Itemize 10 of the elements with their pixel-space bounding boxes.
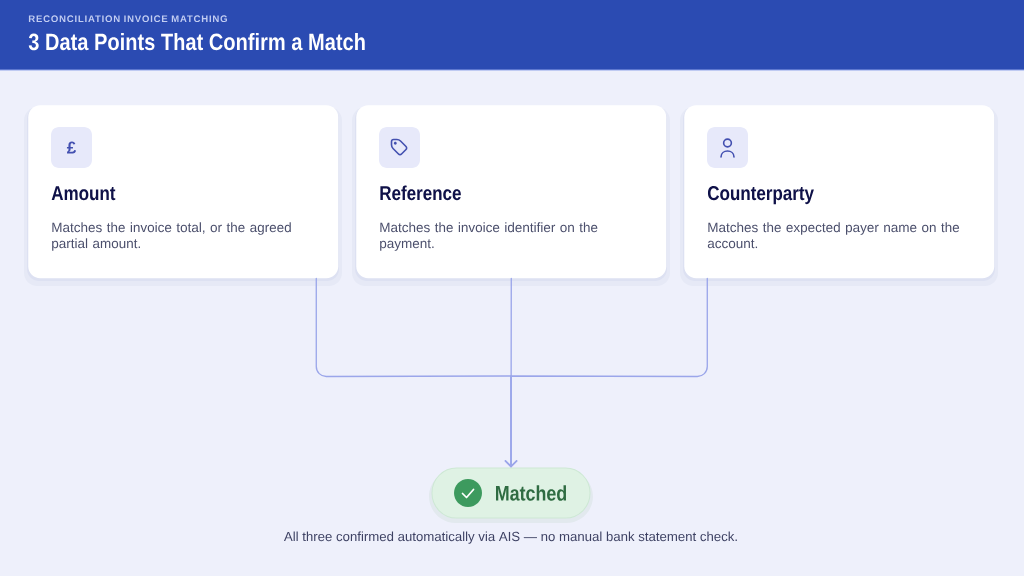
arrow bbox=[504, 277, 708, 468]
eyebrow-text: RECONCILIATION INVOICE MATCHING bbox=[28, 15, 227, 23]
caption-text: All three confirmed automatically via AIS — no manual bank statement check. bbox=[283, 531, 737, 544]
card-text: Matches the invoice total, or the agreed partial amount. bbox=[52, 222, 291, 251]
card-text: Matches the expected payer name on the account. bbox=[707, 222, 960, 249]
card-title: Amount bbox=[51, 186, 116, 201]
card-title: Reference bbox=[380, 185, 461, 201]
card-title: Counterparty bbox=[707, 186, 814, 205]
card-text: Matches the invoice identifier on the payment. bbox=[380, 222, 598, 251]
title: 3 Data Points That Confirm a Match bbox=[28, 32, 365, 51]
